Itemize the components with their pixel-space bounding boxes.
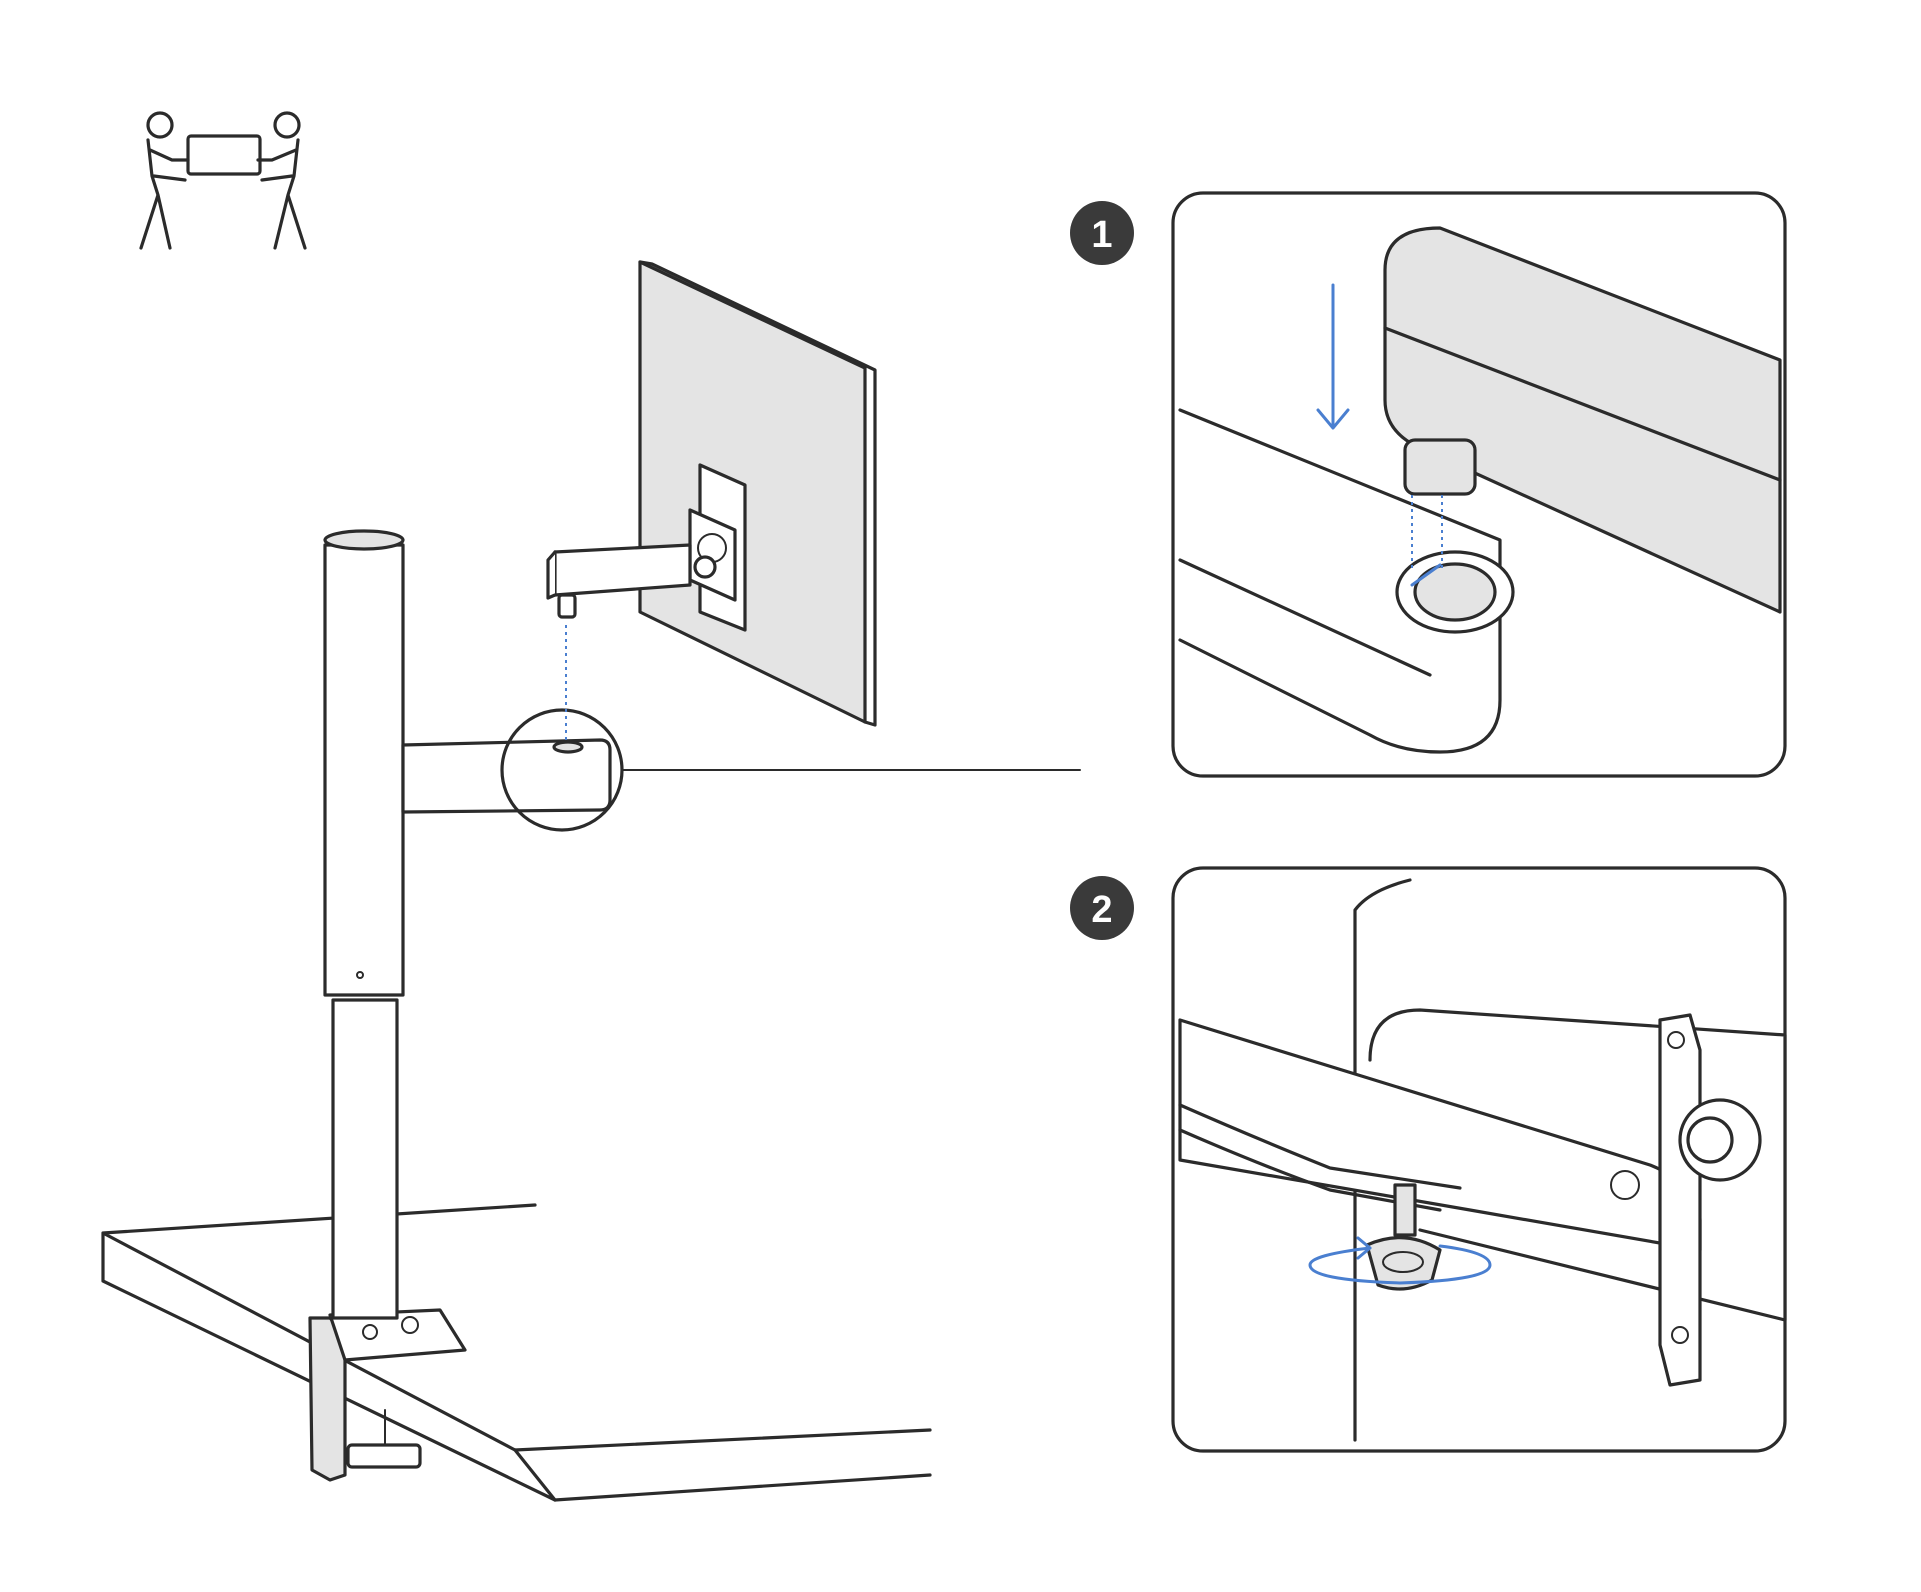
monitor [638, 260, 877, 727]
svg-text:2: 2 [1091, 889, 1112, 931]
two-person-lift-icon [139, 111, 307, 250]
desk-clamp [308, 1308, 467, 1482]
step-2-badge: 2 [1070, 876, 1134, 940]
pole-arm [401, 738, 612, 814]
rotate-arrow-icon [1308, 1236, 1492, 1285]
step-2-panel [1171, 866, 1787, 1453]
step-1-badge: 1 [1070, 201, 1134, 265]
step-1-panel [1171, 191, 1787, 778]
desk [101, 1203, 932, 1502]
svg-text:1: 1 [1091, 214, 1112, 256]
down-arrow-icon [1316, 283, 1350, 430]
monitor-pole [323, 529, 405, 1320]
monitor-arm [546, 543, 717, 619]
